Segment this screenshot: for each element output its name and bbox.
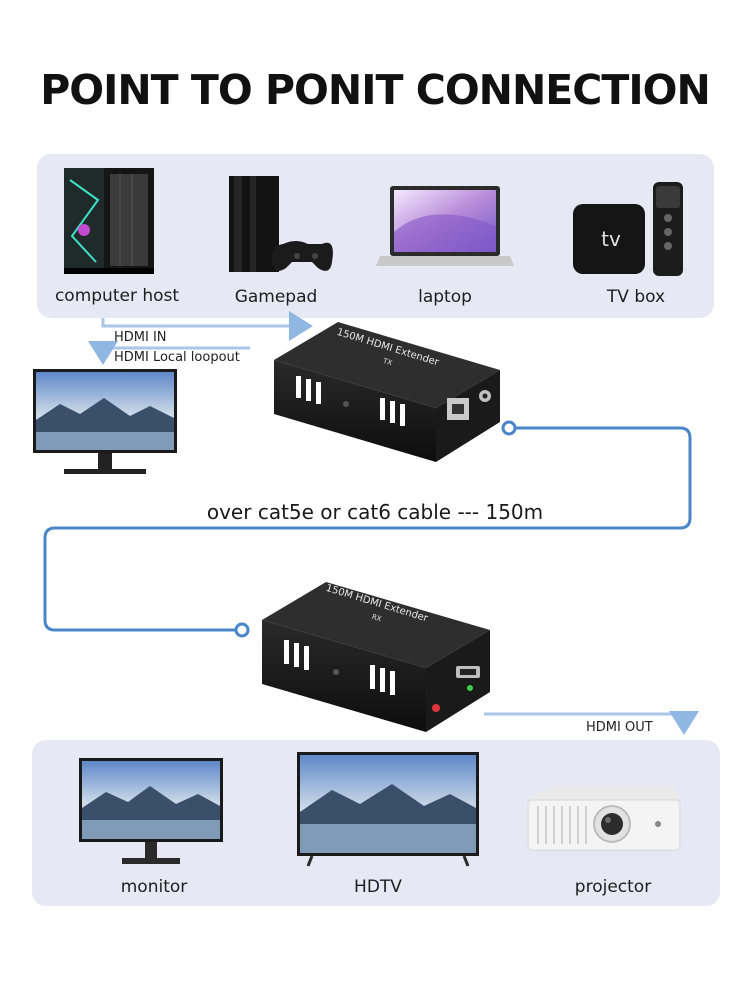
source-label-gamepad: Gamepad <box>234 287 318 307</box>
source-label-computer-host: computer host <box>54 286 180 306</box>
tv-box-icon: tv <box>573 182 683 276</box>
laptop-icon <box>376 186 514 266</box>
projector-icon <box>527 786 681 851</box>
display-label-hdtv: HDTV <box>354 877 402 897</box>
source-label-tv-box: TV box <box>606 287 666 307</box>
gamepad-console-icon <box>229 176 333 272</box>
local-monitor-icon <box>33 369 177 474</box>
hdmi-loopout-arrow <box>88 341 250 365</box>
page-title: POINT TO PONIT CONNECTION <box>40 66 711 114</box>
cable-label: over cat5e or cat6 cable --- 150m <box>206 500 544 524</box>
hdmi-in-label: HDMI IN <box>114 330 167 345</box>
tv-box-logo-text: tv <box>601 227 621 251</box>
cable-connector-tx <box>501 420 517 436</box>
computer-host-icon <box>64 168 154 274</box>
hdmi-out-arrow <box>484 711 699 735</box>
hdtv-icon <box>297 752 479 867</box>
monitor-icon <box>79 758 223 864</box>
hdmi-in-arrow <box>101 311 313 341</box>
receiver-badge: RX <box>371 613 383 624</box>
receiver-box <box>262 582 490 732</box>
source-label-laptop: laptop <box>418 287 472 307</box>
transmitter-box <box>274 322 500 462</box>
display-label-projector: projector <box>574 877 652 897</box>
cable-connector-rx <box>234 622 250 638</box>
display-label-monitor: monitor <box>120 877 188 897</box>
transmitter-badge: TX <box>381 357 393 368</box>
hdmi-out-label: HDMI OUT <box>586 720 653 735</box>
hdmi-loopout-label: HDMI Local loopout <box>114 350 240 365</box>
network-cable-line <box>43 426 692 632</box>
